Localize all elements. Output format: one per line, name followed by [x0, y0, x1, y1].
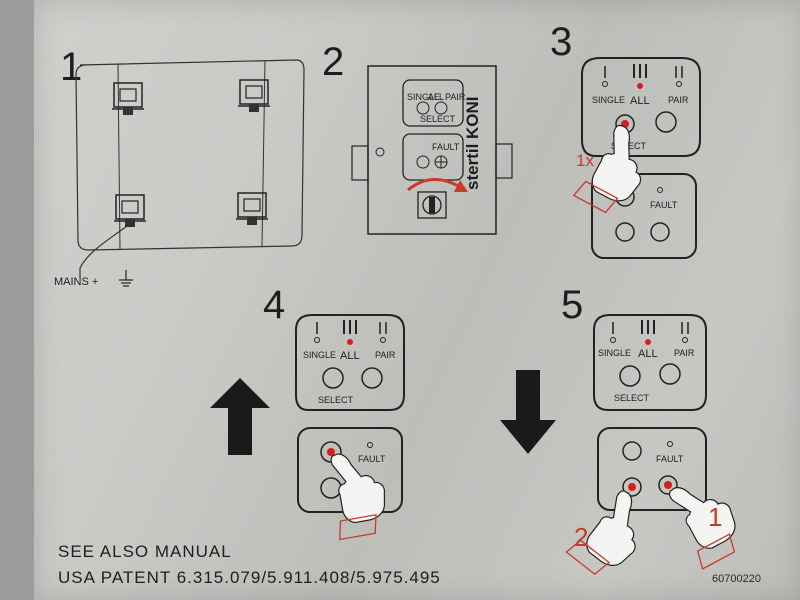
brand-logo: stertil KONI: [463, 96, 482, 190]
fault-label-step3: FAULT: [650, 200, 678, 210]
pair-label-step5: PAIR: [674, 348, 695, 358]
ground-icon: [119, 270, 133, 287]
select-label-step4: SELECT: [318, 395, 354, 405]
mains-label: MAINS +: [54, 276, 98, 288]
all-label-step3: ALL: [630, 95, 650, 107]
step-number-5: 5: [561, 283, 583, 327]
step-number-4: 4: [263, 283, 285, 327]
single-label-step5: SINGLE: [598, 348, 631, 358]
mode-panel-step3: [581, 57, 701, 157]
fault-panel-step5: [597, 427, 707, 511]
see-also-manual-text: SEE ALSO MANUAL: [58, 542, 232, 561]
finger-order-1: 1: [708, 502, 722, 532]
single-label-step4: SINGLE: [303, 350, 336, 360]
step-number-1: 1: [60, 45, 82, 89]
select-label-step5: SELECT: [614, 393, 650, 403]
mini-single-label: SINGLE: [407, 92, 440, 102]
mini-all-label: ALL: [428, 92, 444, 102]
pair-label-step3: PAIR: [668, 95, 689, 105]
up-arrow-icon: [210, 378, 270, 455]
step-number-2: 2: [322, 40, 344, 84]
press-count-label: 1x: [576, 151, 594, 170]
pair-label-step4: PAIR: [375, 350, 396, 360]
all-label-step4: ALL: [340, 350, 360, 362]
lift-layout-diagram: [75, 59, 305, 278]
fault-label-step4: FAULT: [358, 454, 386, 464]
down-arrow-icon: [500, 370, 556, 454]
mini-select-label: SELECT: [420, 114, 456, 124]
mode-panel-step4: [295, 314, 405, 411]
mini-pair-label: PAIR: [445, 92, 466, 102]
part-number: 60700220: [712, 573, 761, 585]
mini-fault-label: FAULT: [432, 142, 460, 152]
single-label-step3: SINGLE: [592, 95, 625, 105]
fault-label-step5: FAULT: [656, 454, 684, 464]
all-label-step5: ALL: [638, 348, 658, 360]
control-box-diagram: [351, 65, 513, 235]
mode-panel-step5: [593, 314, 707, 411]
patent-text: USA PATENT 6.315.079/5.911.408/5.975.495: [58, 568, 441, 587]
step-number-3: 3: [550, 20, 572, 64]
pressing-hand-step3: [573, 120, 661, 221]
finger-order-2: 2: [574, 522, 588, 552]
